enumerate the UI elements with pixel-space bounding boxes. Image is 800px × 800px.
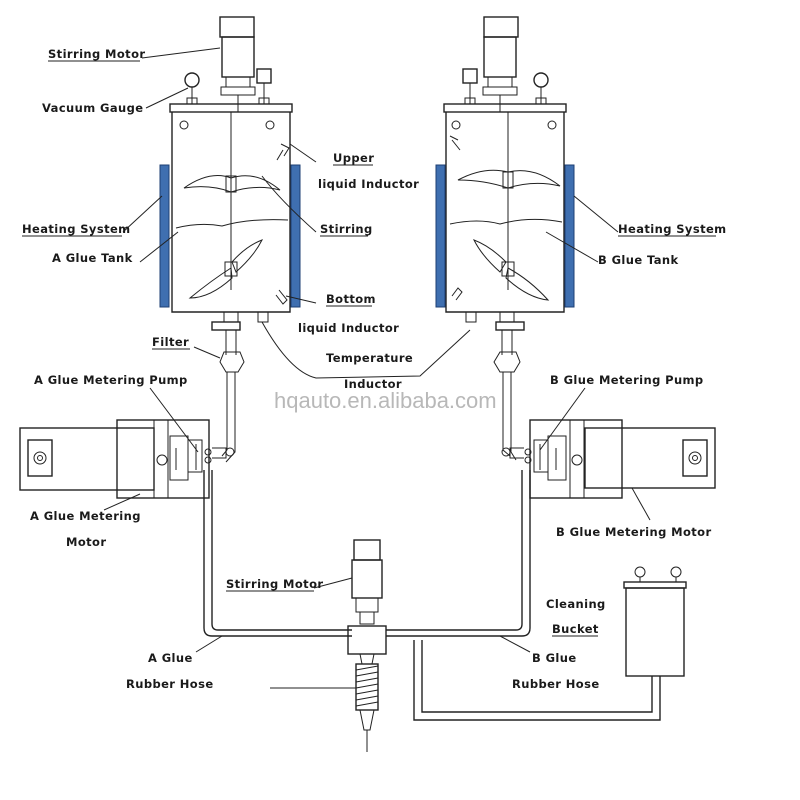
a-tank-side-gauge: [256, 68, 272, 105]
b-liquid-surface: [449, 218, 563, 225]
a-bottom-inductor: [275, 289, 288, 305]
b-lower-blade-2: [472, 239, 507, 273]
a-metering-motor: [19, 427, 155, 491]
label-cleaning-bucket-1: Cleaning: [546, 597, 606, 611]
b-metering-motor: [584, 427, 716, 489]
b-tank-vacuum-gauge: [533, 72, 549, 105]
b-lower-blade-1: [505, 267, 550, 301]
label-heating-system-left: Heating System: [22, 222, 131, 236]
label-b-metering-pump: B Glue Metering Pump: [550, 373, 704, 387]
a-heating-left: [159, 164, 170, 308]
label-b-glue-tank: B Glue Tank: [598, 253, 679, 267]
cleaning-bucket: [623, 566, 687, 677]
label-underlines: [22, 60, 716, 637]
label-upper-inductor-1: Upper: [333, 151, 374, 165]
label-filter: Filter: [152, 335, 189, 349]
a-metering-pump: [116, 419, 235, 499]
b-upper-blade: [457, 169, 561, 189]
b-tank-side-gauge: [462, 68, 478, 105]
label-upper-inductor-2: liquid Inductor: [318, 177, 419, 191]
b-upper-inductor: [449, 135, 461, 151]
label-cleaning-bucket-2: Bucket: [552, 622, 599, 636]
b-tank-lid: [443, 103, 567, 113]
a-lower-blade-2: [231, 239, 264, 273]
b-glue-tank: [435, 16, 575, 373]
a-liquid-surface: [175, 219, 289, 229]
leader-lines: [103, 47, 651, 653]
a-tank-stirring-motor: [219, 16, 256, 112]
b-bottom-inductor: [451, 287, 463, 301]
a-upper-blade: [183, 175, 281, 193]
label-bottom-inductor-1: Bottom: [326, 292, 376, 306]
label-b-hose-1: B Glue: [532, 651, 577, 665]
b-filter: [493, 351, 521, 373]
a-glue-rubber-hose: [203, 372, 352, 637]
label-bottom-inductor-2: liquid Inductor: [298, 321, 399, 335]
cleaning-hose: [413, 640, 661, 721]
label-a-hose-1: A Glue: [148, 651, 193, 665]
dispensing-nozzle: [270, 663, 379, 752]
label-stirring-motor-bottom: Stirring Motor: [226, 577, 323, 591]
a-filter: [219, 351, 245, 373]
label-a-metering-motor-1: A Glue Metering: [30, 509, 141, 523]
label-temperature-inductor-2: Inductor: [344, 377, 402, 391]
b-metering-pump: [501, 419, 623, 499]
b-glue-rubber-hose: [386, 372, 531, 637]
label-heating-system-right: Heating System: [618, 222, 727, 236]
a-heating-right: [290, 164, 301, 308]
label-a-metering-pump: A Glue Metering Pump: [34, 373, 188, 387]
b-tank-body: [445, 112, 565, 313]
labels: Stirring Motor Vacuum Gauge Upper liquid…: [22, 47, 727, 691]
watermark: hqauto.en.alibaba.com: [274, 388, 497, 413]
label-b-hose-2: Rubber Hose: [512, 677, 600, 691]
b-heating-left: [435, 164, 446, 308]
label-a-glue-tank: A Glue Tank: [52, 251, 133, 265]
label-vacuum-gauge: Vacuum Gauge: [42, 101, 143, 115]
b-tank-stirring-motor: [482, 16, 519, 112]
b-heating-right: [564, 164, 575, 308]
label-temperature-inductor-1: Temperature: [326, 351, 413, 365]
a-tank-lid: [169, 103, 293, 113]
label-a-hose-2: Rubber Hose: [126, 677, 214, 691]
label-b-metering-motor: B Glue Metering Motor: [556, 525, 712, 539]
a-upper-inductor: [276, 143, 290, 161]
label-stirring-motor-top: Stirring Motor: [48, 47, 145, 61]
a-glue-tank: [159, 16, 301, 373]
a-lower-blade-1: [188, 267, 233, 299]
label-stirring: Stirring: [320, 222, 373, 236]
mixer-stirring-motor: [347, 539, 387, 665]
label-a-metering-motor-2: Motor: [66, 535, 106, 549]
